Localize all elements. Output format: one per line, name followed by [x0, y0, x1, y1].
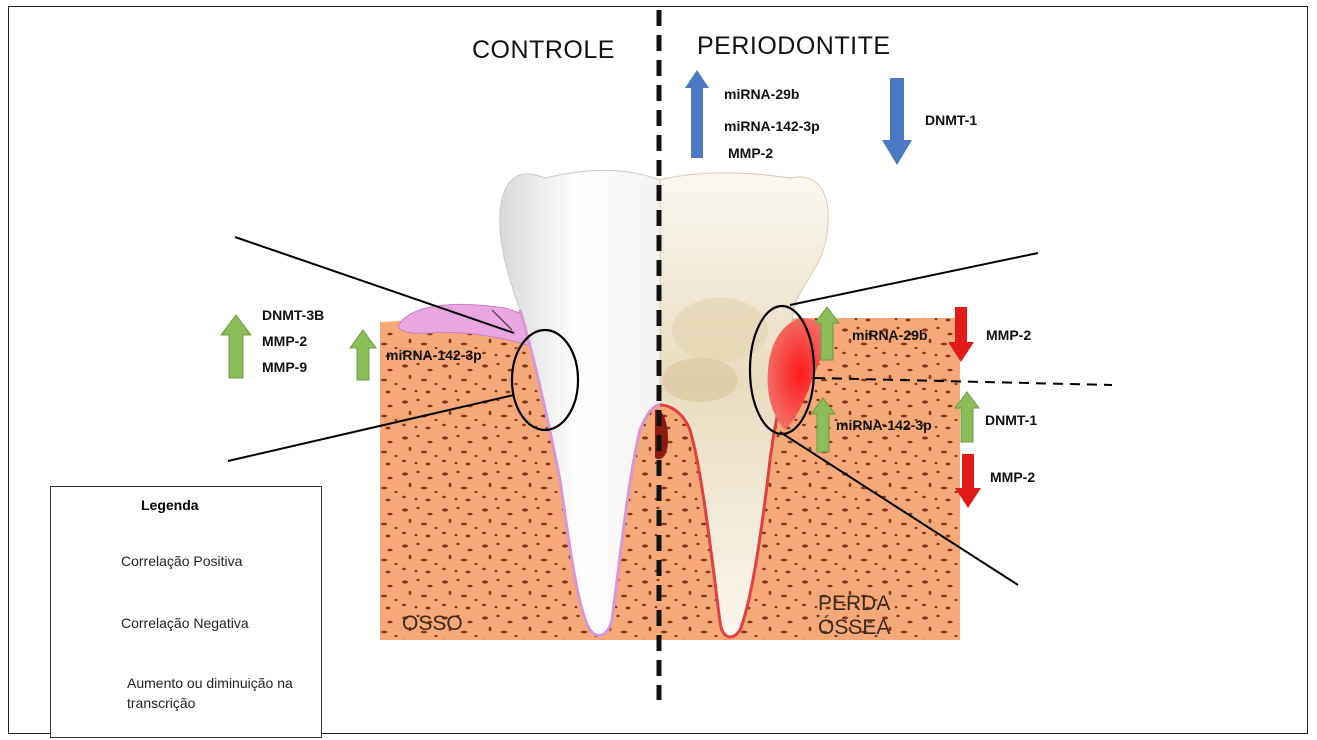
title-periodontite: PERIODONTITE	[697, 32, 891, 61]
arrow-down-blue-top	[882, 78, 912, 165]
arrow-up-blue-top	[685, 70, 709, 158]
right-label-mirna-29b: miRNA-29b	[852, 327, 927, 343]
legend-item-negative: Correlação Negativa	[121, 613, 249, 633]
right-label-dnmt-1: DNMT-1	[985, 412, 1037, 428]
region-osso: OSSO	[402, 612, 463, 636]
left-label-mmp-2: MMP-2	[262, 333, 307, 349]
legend: Legenda Correlação Positiva Correlação N…	[50, 486, 322, 738]
title-controle: CONTROLE	[472, 36, 615, 65]
region-perda-ossea-text: PERDA ÓSSEA	[818, 592, 890, 639]
arrow-up-green-left-2	[350, 330, 376, 380]
top-marker-mirna-29b: miRNA-29b	[724, 86, 799, 102]
top-marker-mirna-142-3p: miRNA-142-3p	[724, 118, 820, 134]
zoom-line-right-top	[790, 253, 1038, 305]
top-marker-dnmt-1: DNMT-1	[925, 112, 977, 128]
legend-title: Legenda	[141, 497, 199, 513]
arrow-up-green-left-1	[221, 315, 251, 378]
left-label-mmp-9: MMP-9	[262, 359, 307, 375]
right-label-mmp-2-row1: MMP-2	[986, 327, 1031, 343]
left-label-dnmt-3b: DNMT-3B	[262, 307, 324, 323]
right-label-mmp-2-row2: MMP-2	[990, 469, 1035, 485]
left-label-mirna-142-3p: miRNA-142-3p	[386, 347, 482, 363]
legend-item-transcription: Aumento ou diminuição na transcrição	[127, 673, 317, 713]
top-marker-mmp-2: MMP-2	[728, 145, 773, 161]
region-perda-ossea: PERDA ÓSSEA	[818, 592, 938, 640]
right-label-mirna-142-3p: miRNA-142-3p	[836, 417, 932, 433]
legend-item-positive: Correlação Positiva	[121, 551, 242, 571]
